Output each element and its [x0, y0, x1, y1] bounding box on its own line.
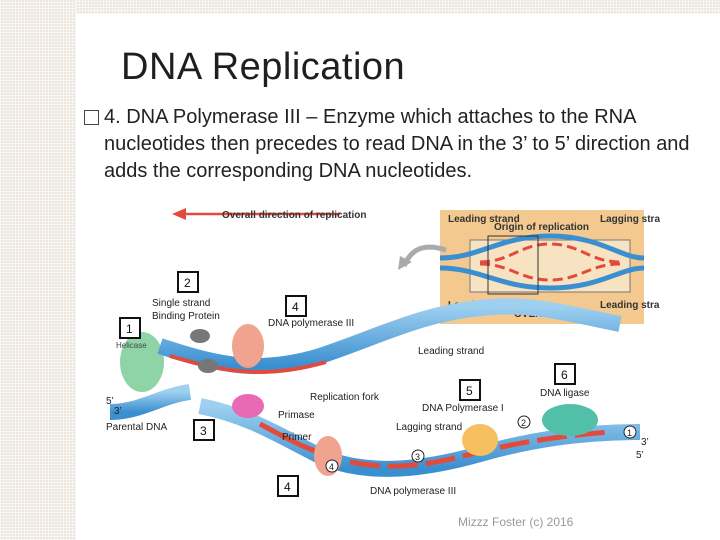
helicase-label: Helicase — [116, 341, 147, 350]
overview-lagging-tr: Lagging strand — [600, 214, 660, 225]
top-pattern — [76, 0, 720, 14]
inset-arrow — [401, 244, 447, 268]
circle-marker-1: 1 — [623, 425, 637, 439]
parental-dna — [109, 384, 192, 420]
leading-strand-label: Leading strand — [418, 346, 484, 357]
primase-shape — [232, 394, 264, 418]
overview-origin: Origin of replication — [494, 222, 589, 233]
bullet-text: 4. DNA Polymerase III – Enzyme which att… — [104, 106, 690, 182]
direction-arrow — [172, 208, 340, 220]
binding-protein-label: Binding Protein — [152, 311, 220, 322]
dna-ligase-label: DNA ligase — [540, 388, 590, 399]
svg-text:1: 1 — [126, 322, 133, 336]
circle-marker-4: 4 — [325, 459, 339, 473]
svg-text:5: 5 — [466, 384, 473, 398]
dna-replication-figure: Overall direction of replication Leading… — [106, 208, 660, 497]
replication-fork-label: Replication fork — [310, 392, 380, 403]
direction-label: Overall direction of replication — [222, 210, 366, 221]
callout-2: 2 — [177, 271, 199, 293]
bullet-box-icon — [84, 110, 99, 125]
five-prime-right: 5’ — [636, 450, 644, 461]
leading-strand-red — [169, 354, 327, 374]
dna-ligase-shape — [542, 404, 598, 436]
helicase-shape — [120, 332, 164, 392]
primase-label: Primase — [278, 410, 315, 421]
three-prime-left: 3’ — [114, 406, 122, 417]
bullet-point: 4. DNA Polymerase III – Enzyme which att… — [84, 104, 704, 185]
callout-5: 5 — [459, 379, 481, 401]
svg-text:4: 4 — [292, 300, 299, 314]
svg-text:2: 2 — [521, 418, 526, 428]
svg-text:6: 6 — [561, 368, 568, 382]
leading-strand-upper — [157, 298, 622, 375]
svg-text:3: 3 — [200, 424, 207, 438]
slide-title: DNA Replication — [121, 46, 406, 88]
svg-text:4: 4 — [284, 480, 291, 494]
side-pattern — [0, 0, 76, 540]
dna-polymerase-iii-label-lower: DNA polymerase III — [370, 486, 456, 497]
dna-polymerase-i-label: DNA Polymerase I — [422, 403, 504, 414]
ssb-protein-1 — [190, 329, 210, 343]
five-prime-left: 5’ — [106, 396, 114, 407]
callout-4-upper: 4 — [285, 295, 307, 317]
three-prime-right: 3’ — [641, 437, 649, 448]
svg-text:3: 3 — [415, 452, 420, 462]
dna-polymerase-iii-upper — [232, 324, 264, 368]
callout-4-lower: 4 — [277, 475, 299, 497]
circle-marker-2: 2 — [517, 415, 531, 429]
callout-3: 3 — [193, 419, 215, 441]
primer-label: Primer — [282, 432, 312, 443]
lagging-strand-label: Lagging strand — [396, 422, 462, 433]
dna-polymerase-iii-label-upper: DNA polymerase III — [268, 318, 354, 329]
single-strand-label: Single strand — [152, 298, 210, 309]
parental-dna-label: Parental DNA — [106, 422, 167, 433]
overview-leading-tl: Leading strand — [448, 214, 520, 225]
ssb-protein-2 — [198, 359, 218, 373]
svg-text:2: 2 — [184, 276, 191, 290]
dna-polymerase-i-shape — [462, 424, 498, 456]
footer-credit: Mizzz Foster (c) 2016 — [458, 515, 574, 529]
svg-text:1: 1 — [627, 428, 632, 438]
callout-1: 1 — [119, 317, 141, 339]
overview-inset — [439, 210, 645, 324]
overview-leading-br: Leading strand — [600, 300, 660, 311]
inset-arrowhead — [398, 256, 412, 270]
svg-text:4: 4 — [329, 462, 334, 472]
callout-6: 6 — [554, 363, 576, 385]
circle-marker-3: 3 — [411, 449, 425, 463]
